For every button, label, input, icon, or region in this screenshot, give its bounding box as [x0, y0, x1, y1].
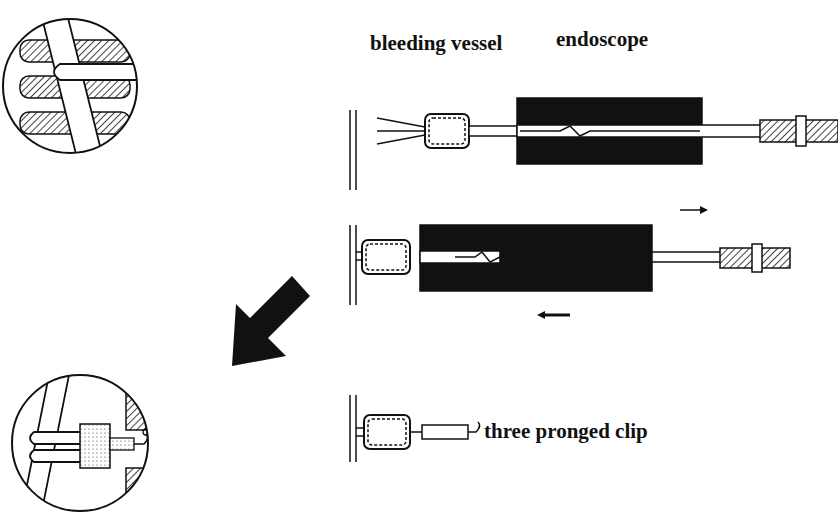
endoscope-label: endoscope — [556, 28, 648, 51]
clip-label: three pronged clip — [484, 420, 648, 443]
vessel-label: bleeding vessel — [370, 32, 502, 55]
